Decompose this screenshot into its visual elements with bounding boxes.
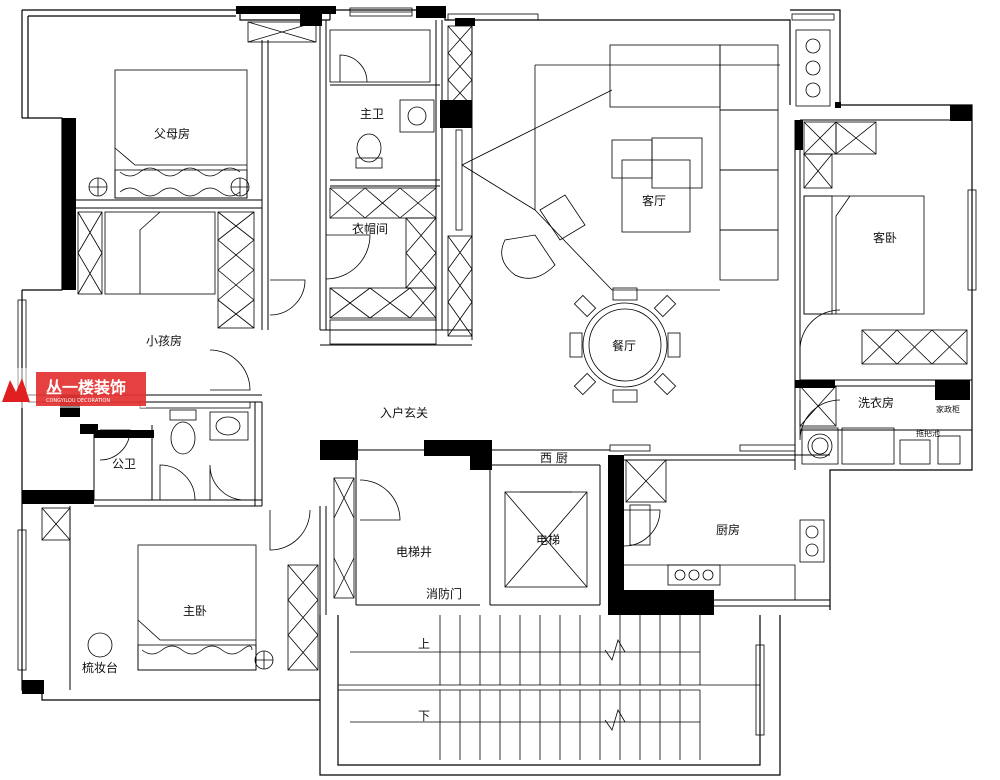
dining-table	[569, 287, 681, 403]
label-stair-up: 上	[418, 637, 430, 651]
doors	[99, 54, 841, 551]
label-living-room: 客厅	[642, 193, 666, 208]
beds	[104, 69, 925, 671]
living-room-furniture	[455, 44, 780, 291]
stairs	[338, 615, 760, 760]
label-master-bath: 主卫	[360, 107, 384, 121]
label-master-bedroom: 主卧	[183, 604, 207, 618]
label-elevator: 电梯	[536, 533, 560, 547]
label-stair-down: 下	[418, 709, 430, 723]
solid-walls	[22, 6, 972, 694]
label-kitchen: 厨房	[716, 522, 740, 537]
watermark: 丛一楼装饰 CONGYILOU DECORATION	[0, 368, 146, 408]
label-entrance: 入户玄关	[380, 405, 428, 420]
label-elevator-shaft: 电梯井	[396, 545, 432, 559]
label-cloakroom: 衣帽间	[352, 221, 388, 236]
logo-mark-icon	[2, 378, 30, 402]
label-mop-pool: 拖把池	[916, 428, 940, 438]
bath-fixtures	[169, 29, 961, 600]
room-labels: 父母房 主卫 客厅 衣帽间 客卧 小孩房 餐厅 入户玄关 洗衣房 家政柜 拖把池…	[82, 107, 960, 723]
outer-walls	[21, 9, 973, 776]
label-guest-room: 客卧	[873, 230, 897, 245]
label-laundry: 洗衣房	[858, 395, 894, 410]
label-public-bath: 公卫	[112, 457, 136, 471]
label-child-room: 小孩房	[146, 333, 182, 348]
label-dining-room: 餐厅	[612, 338, 636, 353]
label-dresser: 梳妆台	[82, 660, 118, 675]
elevator	[504, 491, 588, 588]
label-parents-room: 父母房	[154, 126, 190, 141]
cabinets	[41, 21, 968, 671]
label-appliance-cabinet: 家政柜	[936, 404, 960, 414]
label-west-kitchen: 西 厨	[540, 451, 568, 465]
windows	[17, 7, 977, 736]
watermark-name: 丛一楼装饰	[46, 378, 126, 397]
lamps	[87, 177, 274, 670]
label-fire-door: 消防门	[426, 586, 462, 601]
watermark-sub: CONGYILOU DECORATION	[46, 398, 110, 404]
